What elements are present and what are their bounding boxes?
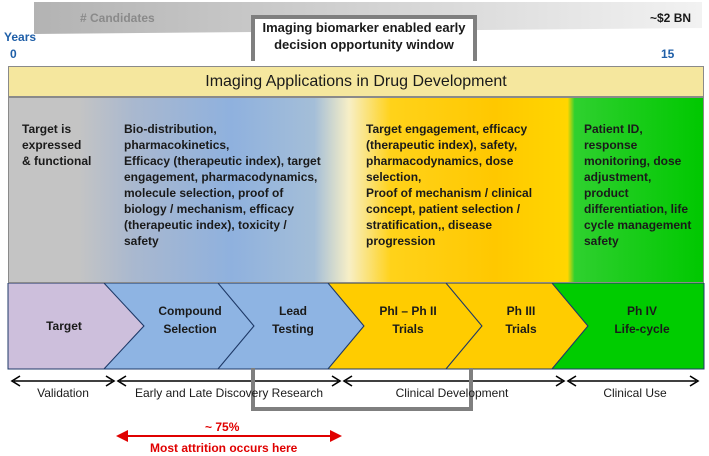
stage-chevrons [7, 283, 705, 370]
phase-validation-label: Validation [37, 386, 89, 400]
stage-target-label: Target [46, 319, 82, 333]
year-end-label: 15 [661, 47, 675, 61]
phase-arrows [10, 374, 700, 442]
stage-ph4-shape [550, 283, 705, 370]
stage-compound-selection-label: Compound Selection [158, 304, 222, 336]
application-discovery: Bio-distribution, pharmacokinetics, Effi… [124, 122, 321, 248]
phase-clinical-arrow [342, 375, 566, 387]
phase-clinical-use-arrow [566, 375, 700, 387]
phase-validation-arrow [10, 375, 116, 387]
attrition-arrow [116, 430, 342, 442]
bracket-left-connector [251, 368, 255, 376]
decision-window-line-1: Imaging biomarker enabled early [262, 20, 466, 35]
phase-discovery-arrow [116, 375, 342, 387]
decision-window-label: Imaging biomarker enabled early decision… [251, 19, 477, 53]
candidates-label: # Candidates [80, 11, 155, 25]
application-target: Target is expressed & functional [22, 122, 92, 168]
application-clinical-use: Patient ID, response monitoring, dose ad… [584, 122, 692, 248]
stage-ph3-label: Ph III Trials [505, 304, 537, 336]
diagram-title: Imaging Applications in Drug Development [8, 66, 704, 97]
years-label: Years [4, 30, 37, 44]
bracket-right-connector [469, 368, 473, 376]
phase-clinical-label: Clinical Development [395, 386, 509, 400]
decision-window-line-2: decision opportunity window [274, 37, 454, 52]
year-start-label: 0 [10, 47, 17, 61]
stage-ph4-label: Ph IV Life-cycle [614, 304, 670, 336]
decision-window-box [251, 15, 477, 61]
application-clinical: Target engagement, efficacy (therapeutic… [366, 122, 533, 248]
attrition-label: Most attrition occurs here [150, 441, 298, 455]
stage-ph1-ph2-label: PhI – Ph II Trials [379, 304, 437, 336]
stage-lead-testing-label: Lead Testing [272, 304, 314, 336]
phase-discovery-label: Early and Late Discovery Research [134, 386, 324, 400]
phase-clinical-use-label: Clinical Use [603, 386, 667, 400]
cost-label: ~$2 BN [650, 11, 692, 25]
decision-window-bracket [251, 374, 473, 411]
attrition-percent: ~ 75% [205, 420, 240, 434]
applications-panel [8, 97, 704, 283]
